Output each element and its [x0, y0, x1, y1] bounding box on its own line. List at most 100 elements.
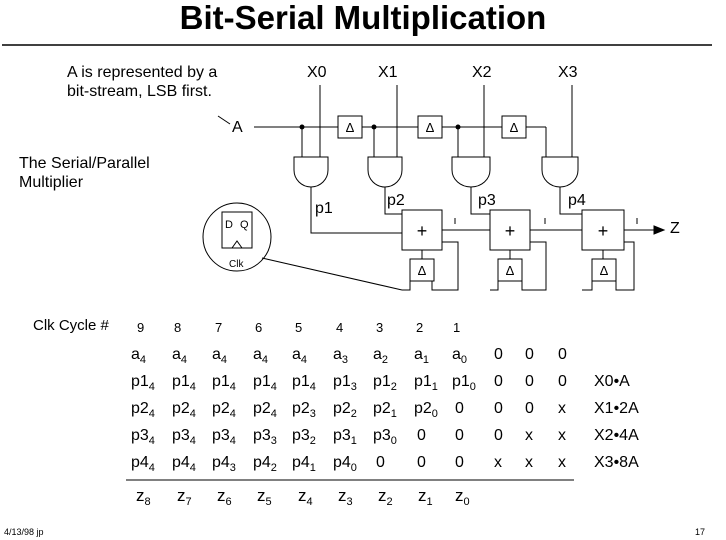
cycle-number: 7	[215, 320, 223, 335]
table-cell: 0	[494, 427, 503, 444]
table-cell: 0	[558, 346, 567, 363]
table-cell: p11	[414, 373, 438, 393]
table-cell: p24	[131, 400, 155, 420]
p4-label: p4	[568, 192, 586, 209]
table-cell: p34	[172, 427, 196, 447]
table-cell: x	[558, 427, 566, 444]
adder-symbol: +	[598, 221, 609, 241]
x-input-lines	[319, 85, 573, 157]
table-cell: p40	[333, 454, 357, 474]
table-cell: p21	[373, 400, 397, 420]
p1-label: p1	[315, 200, 333, 217]
table-cell: a4	[212, 346, 228, 366]
delay-symbol: Δ	[418, 263, 427, 278]
cycle-number: 9	[137, 320, 145, 335]
adder-symbol: +	[505, 221, 516, 241]
table-cell: 0	[494, 346, 503, 363]
table-cell: x	[525, 454, 533, 471]
table-cell: 0	[455, 427, 464, 444]
cycle-number: 8	[174, 320, 182, 335]
table-cell: p41	[292, 454, 316, 474]
table-cell: p12	[373, 373, 397, 393]
carry-delay-symbols: Δ Δ Δ	[418, 263, 609, 278]
top-delay-boxes	[337, 115, 527, 139]
table-cell: p42	[253, 454, 277, 474]
table-cell: 0	[525, 400, 534, 417]
z-cell: z8	[136, 486, 151, 509]
z-cell: z1	[418, 486, 433, 509]
cycle-number: 1	[453, 320, 461, 335]
table-cell: p44	[131, 454, 155, 474]
z-cell: z7	[177, 486, 192, 509]
slide-title: Bit-Serial Multiplication	[179, 0, 547, 36]
ff-d: D	[225, 219, 233, 231]
product-wires	[310, 187, 582, 234]
z-cell: z3	[338, 486, 353, 509]
table-cell: 0	[417, 454, 426, 471]
row-label: X1•2A	[594, 400, 639, 417]
p2-label: p2	[387, 192, 405, 209]
z-cell: z0	[455, 486, 470, 509]
subtitle-line-2: Multiplier	[19, 174, 84, 191]
table-cell: p14	[131, 373, 155, 393]
table-cell: 0	[455, 454, 464, 471]
adders	[401, 209, 625, 251]
output-z-label: Z	[670, 220, 680, 237]
z-cell: z5	[257, 486, 272, 509]
table-cell: a4	[253, 346, 269, 366]
z-cell: z6	[217, 486, 232, 509]
table-cell: p20	[414, 400, 438, 420]
note-line-2: bit-stream, LSB first.	[67, 83, 212, 100]
table-cell: p30	[373, 427, 397, 447]
table-cell: a2	[373, 346, 389, 366]
table-cell: x	[494, 454, 502, 471]
table-cell: p34	[131, 427, 155, 447]
cycle-number: 6	[255, 320, 263, 335]
table-cell: 0	[376, 454, 385, 471]
table-cell: p14	[212, 373, 236, 393]
x2-label: X2	[472, 64, 492, 81]
row-label: X2•4A	[594, 427, 639, 444]
p3-label: p3	[478, 192, 496, 209]
table-cell: x	[558, 400, 566, 417]
table-cell: p14	[292, 373, 316, 393]
note-line-1: A is represented by a	[67, 64, 218, 81]
z-cell: z2	[378, 486, 393, 509]
table-cell: 0	[455, 400, 464, 417]
table-cell: a3	[333, 346, 349, 366]
table-cell: p33	[253, 427, 277, 447]
delay-symbol: Δ	[506, 263, 515, 278]
table-cell: p22	[333, 400, 357, 420]
x0-label: X0	[307, 64, 327, 81]
delay-symbol: Δ	[426, 120, 435, 135]
table-cell: p32	[292, 427, 316, 447]
cycle-number: 2	[416, 320, 424, 335]
table-cell: a0	[452, 346, 468, 366]
table-cell: p13	[333, 373, 357, 393]
table-cell: p14	[172, 373, 196, 393]
adder-interconnect	[442, 218, 666, 235]
x1-label: X1	[378, 64, 398, 81]
table-cell: 0	[494, 373, 503, 390]
table-cell: p10	[452, 373, 476, 393]
table-cell: p24	[253, 400, 277, 420]
delay-symbol: Δ	[346, 120, 355, 135]
z-cell: z4	[298, 486, 313, 509]
cycle-number: 4	[336, 320, 344, 335]
footer-left: 4/13/98 jp	[4, 527, 44, 537]
input-a-label: A	[232, 119, 243, 136]
table-cell: x	[558, 454, 566, 471]
table-cell: p24	[212, 400, 236, 420]
table-cell: a4	[172, 346, 188, 366]
row-label: X0•A	[594, 373, 630, 390]
table-cell: 0	[558, 373, 567, 390]
table-cell: 0	[525, 373, 534, 390]
table-cell: p44	[172, 454, 196, 474]
ff-q: Q	[240, 219, 249, 231]
table-cell: a4	[292, 346, 308, 366]
junction-dots	[299, 124, 461, 130]
cycle-number: 3	[376, 320, 384, 335]
table-cell: a4	[131, 346, 147, 366]
